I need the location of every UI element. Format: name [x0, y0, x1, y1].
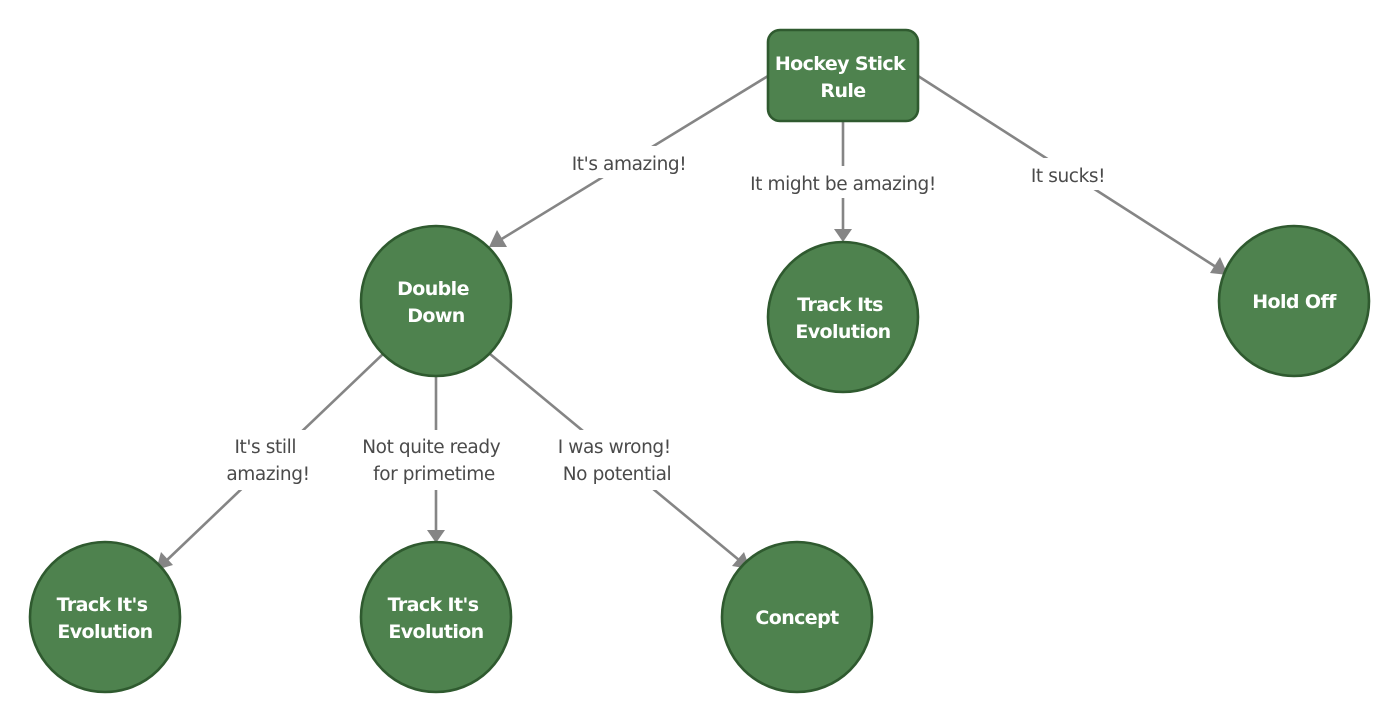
edge-label-i-was-wrong: I was wrong! No potential [558, 437, 677, 485]
arrowhead-icon [1210, 257, 1228, 275]
nodes: Hockey Stick Rule Double Down Track Its … [28, 28, 1371, 694]
node-hold-off: Hold Off [1217, 224, 1371, 378]
edge-root-to-double-down: It's amazing! [489, 74, 769, 247]
svg-text:Hockey Stick Rule: Hockey Stick Rule [775, 53, 911, 102]
svg-text:Concept: Concept [755, 607, 839, 629]
edge-label-it-might-be-amazing: It might be amazing! [750, 174, 936, 195]
arrowhead-icon [427, 530, 445, 543]
node-track-it-s-evolution-middle: Track It's Evolution [359, 540, 513, 694]
edge-double-down-to-track-1: It's still amazing! [156, 353, 384, 570]
svg-text:Track It's Evolution: Track It's Evolution [388, 594, 485, 643]
svg-text:Hold Off: Hold Off [1252, 291, 1337, 313]
svg-text:Track It's Evolution: Track It's Evolution [57, 594, 154, 643]
edge-root-to-track-its-evolution: It might be amazing! [744, 121, 942, 242]
svg-text:Double Down: Double Down [397, 278, 475, 327]
node-track-it-s-evolution-left: Track It's Evolution [28, 540, 182, 694]
edges: It's amazing! It might be amazing! It su… [156, 74, 1228, 570]
arrowhead-icon [834, 229, 852, 242]
node-concept: Concept [720, 540, 874, 694]
node-track-its-evolution: Track Its Evolution [766, 240, 920, 394]
edge-label-it-sucks: It sucks! [1031, 166, 1105, 187]
edge-label-not-quite-ready: Not quite ready for primetime [362, 437, 506, 485]
edge-label-its-amazing: It's amazing! [572, 154, 687, 175]
svg-text:Track Its Evolution: Track Its Evolution [795, 294, 890, 343]
node-hockey-stick-rule: Hockey Stick Rule [766, 28, 920, 123]
edge-label-its-still-amazing: It's still amazing! [226, 437, 309, 485]
edge-double-down-to-concept: I was wrong! No potential [489, 352, 750, 569]
arrowhead-icon [489, 230, 507, 247]
edge-root-to-hold-off: It sucks! [917, 74, 1228, 275]
edge-double-down-to-track-2: Not quite ready for primetime [352, 376, 520, 543]
node-double-down: Double Down [359, 224, 513, 378]
